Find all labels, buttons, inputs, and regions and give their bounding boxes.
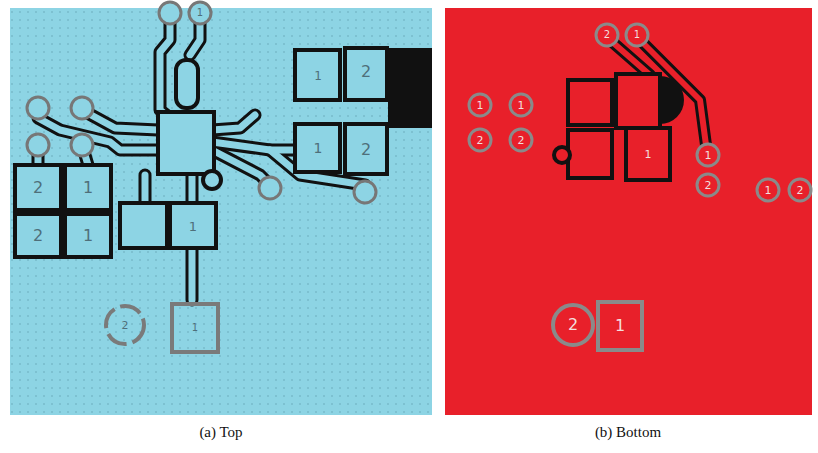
pin-number: 2 [33,180,43,196]
pin-number: 2 [477,135,484,146]
pin-number: 2 [568,317,578,333]
pin-number: 1 [197,8,203,18]
pin-number: 1 [705,150,712,161]
pin-number: 1 [314,70,322,82]
pin-number: 1 [634,30,640,40]
pin-number: 2 [361,64,371,80]
pin-number: 1 [518,100,525,111]
pin-number: 1 [615,318,625,334]
pin-number: 1 [765,185,772,196]
pin-number: 1 [192,323,198,333]
pin-number: 2 [604,30,610,40]
pin-number: 1 [189,220,197,233]
pin-number: 2 [705,180,712,191]
pin-number: 1 [645,149,652,160]
pin-number: 2 [33,228,43,244]
subfigure-caption: (a) Top [199,425,242,440]
pin-number: 1 [83,180,93,196]
pin-number: 1 [477,100,484,111]
pin-number: 2 [797,185,804,196]
pin-number: 1 [83,228,93,244]
pin-number: 1 [314,141,323,155]
pin-number: 2 [361,142,371,158]
pin-number: 2 [518,135,525,146]
pin-number: 2 [122,320,129,331]
subfigure-caption: (b) Bottom [595,425,661,440]
